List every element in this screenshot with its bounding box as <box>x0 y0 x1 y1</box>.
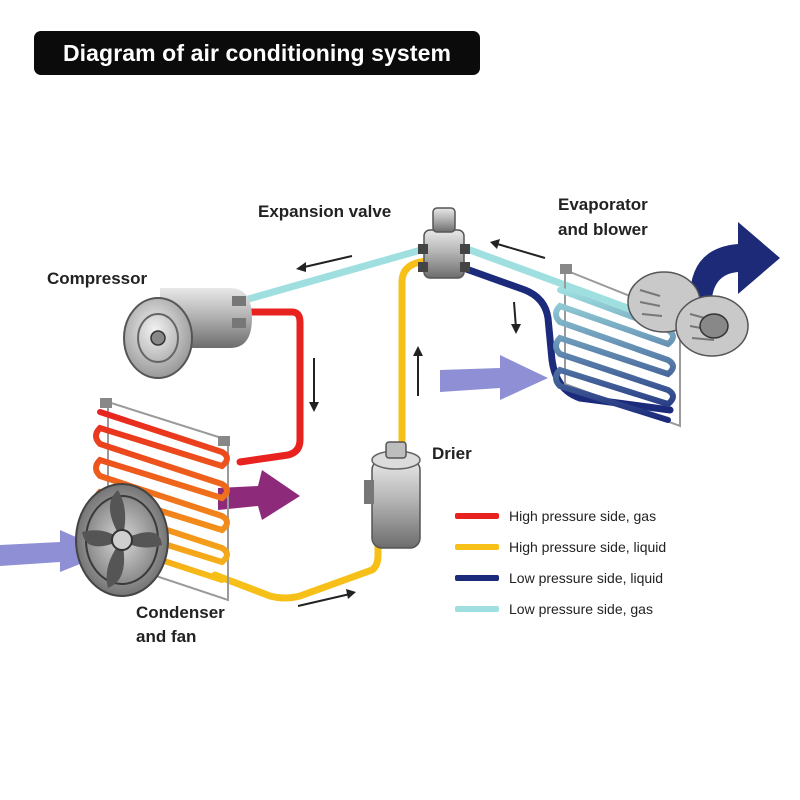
pipe-high-gas <box>236 308 304 466</box>
label-blower: and blower <box>558 220 648 239</box>
legend: High pressure side, gas High pressure si… <box>455 500 666 624</box>
legend-label: High pressure side, gas <box>509 507 657 524</box>
legend-item: Low pressure side, gas <box>455 593 666 624</box>
arrow-down-right <box>513 301 517 329</box>
label-expansion-valve: Expansion valve <box>258 202 392 221</box>
legend-label: High pressure side, liquid <box>509 538 667 555</box>
legend-item: High pressure side, gas <box>455 500 666 531</box>
legend-swatch-low-gas <box>455 605 499 612</box>
legend-swatch-low-liquid <box>455 574 499 581</box>
condenser-tubes <box>93 409 230 583</box>
legend-item: High pressure side, liquid <box>455 531 666 562</box>
expansion-valve <box>418 207 470 279</box>
arrow-to-compressor <box>299 255 353 269</box>
legend-swatch-high-liquid <box>455 543 499 550</box>
pipe-low-liquid <box>451 261 674 414</box>
air-out-blower-arrow <box>690 222 780 298</box>
air-in-evaporator-arrow <box>440 355 548 400</box>
flow-arrows <box>296 239 546 607</box>
evaporator-tubes <box>553 287 676 423</box>
legend-swatch-high-gas <box>455 512 499 519</box>
label-compressor: Compressor <box>47 269 148 288</box>
compressor <box>123 288 252 379</box>
legend-item: Low pressure side, liquid <box>455 562 666 593</box>
blower <box>627 271 749 357</box>
legend-label: Low pressure side, liquid <box>509 569 664 586</box>
label-fan: and fan <box>136 627 197 646</box>
label-drier: Drier <box>432 444 472 463</box>
arrow-to-valve <box>493 242 546 259</box>
air-out-condenser-arrow <box>218 470 300 520</box>
pipe-high-liquid-bottom <box>211 516 382 602</box>
legend-label: Low pressure side, gas <box>509 600 653 617</box>
arrow-to-drier <box>297 593 351 607</box>
label-evaporator: Evaporator <box>558 195 648 214</box>
diagram-title: Diagram of air conditioning system <box>34 31 480 75</box>
drier <box>364 441 421 549</box>
pipe-high-liquid-up <box>398 256 434 459</box>
condenser-fan <box>75 483 169 597</box>
label-condenser: Condenser <box>136 603 225 622</box>
